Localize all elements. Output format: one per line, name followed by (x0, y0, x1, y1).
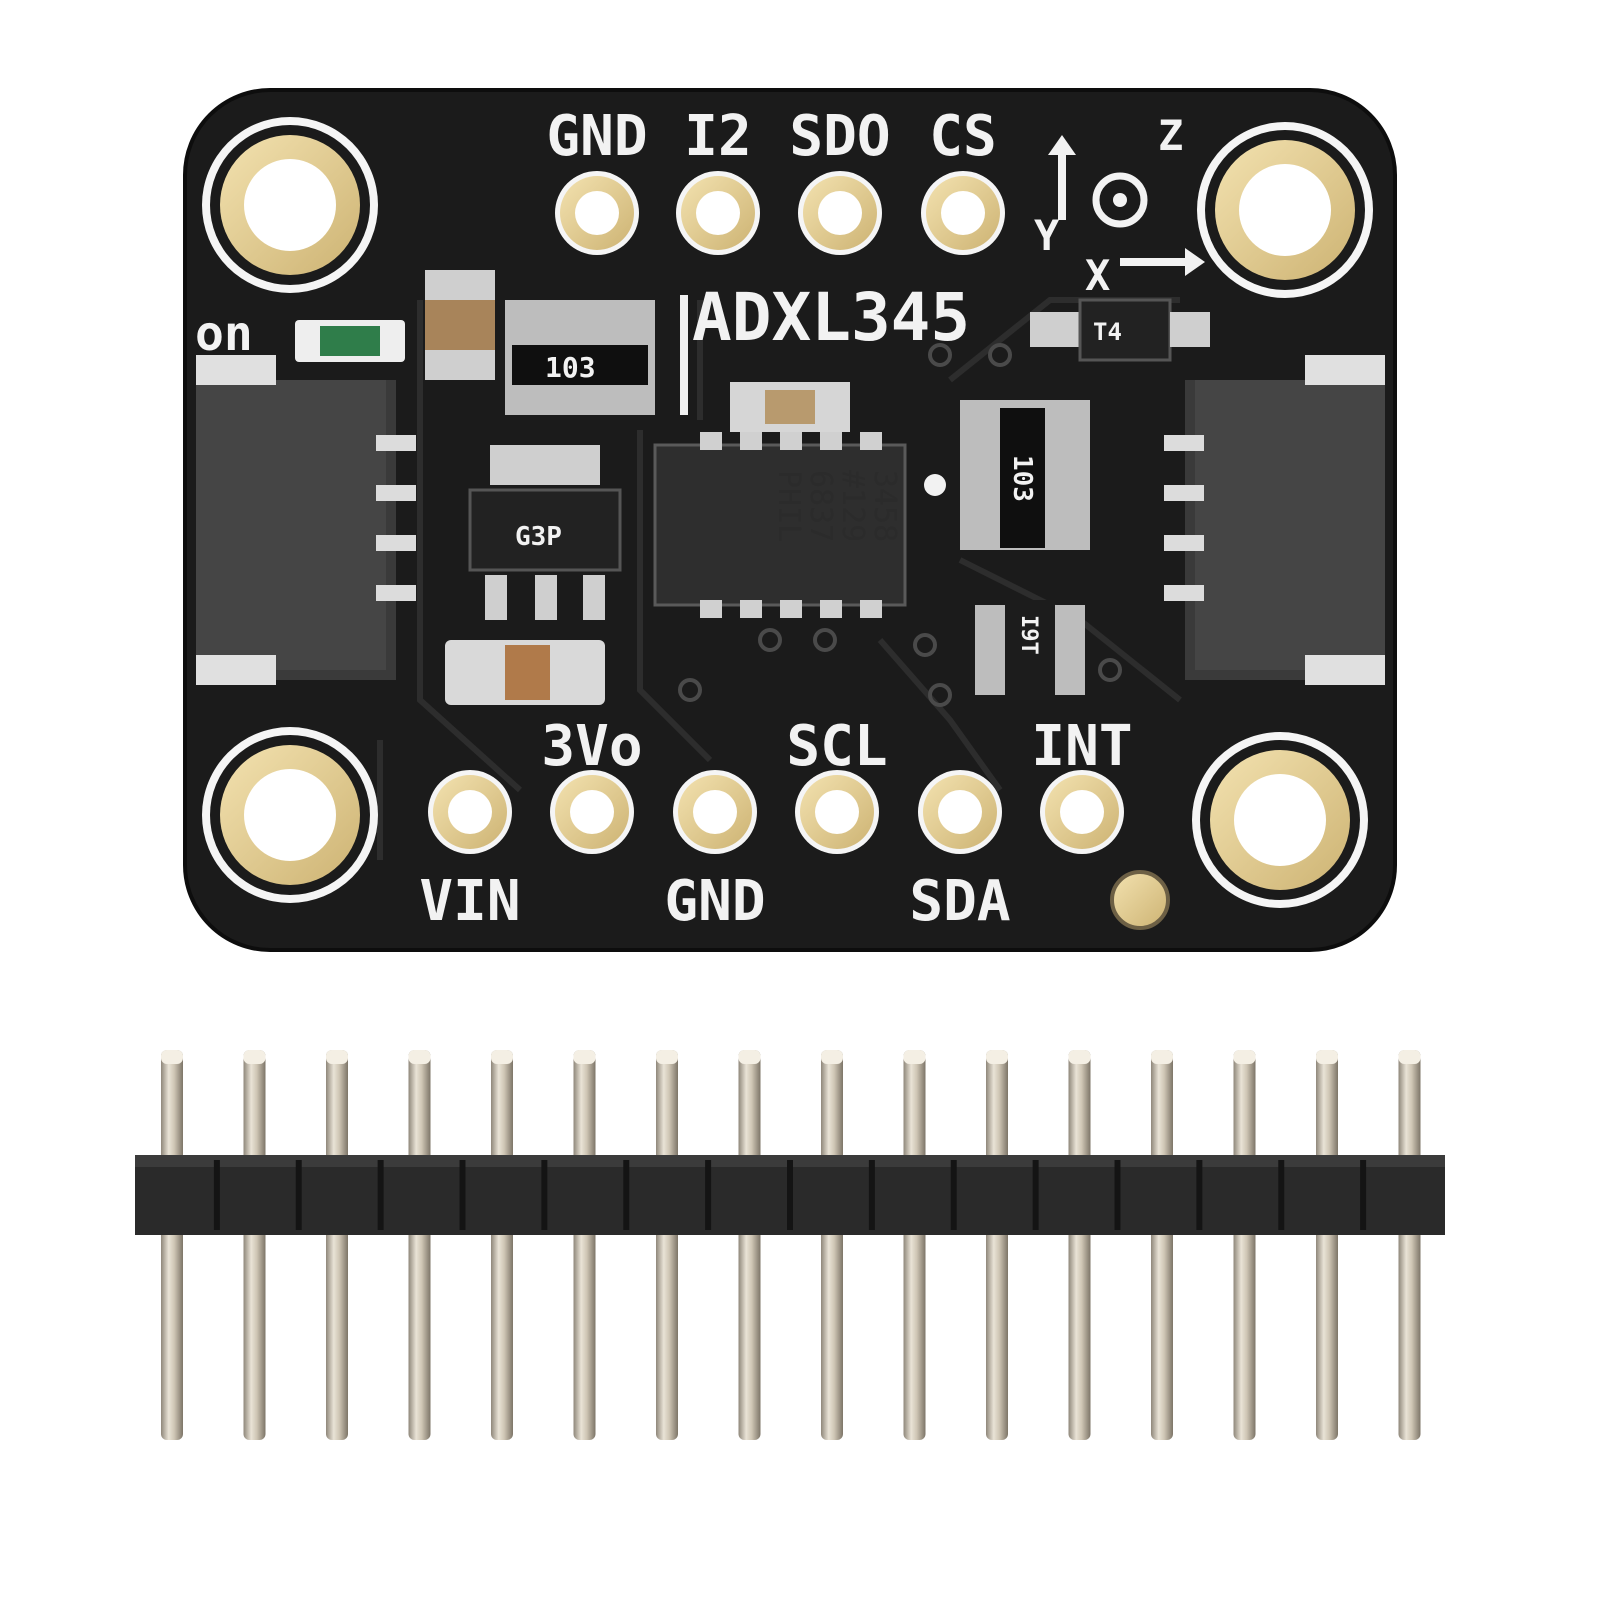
top-pin-pad (921, 171, 1005, 255)
header-pin (1151, 1050, 1173, 1440)
header-segment-divider (1032, 1160, 1039, 1230)
header-segment-divider (295, 1160, 302, 1230)
top-pin-label: GND (546, 104, 647, 169)
mounting-hole-top-left (202, 117, 378, 293)
bottom-pin-label: SCL (786, 714, 887, 779)
header-segment-divider (705, 1160, 712, 1230)
pin-header (135, 1050, 1445, 1440)
header-pin (656, 1050, 678, 1440)
bottom-pin-label: 3Vo (541, 714, 642, 779)
small-ic: I9T (975, 600, 1085, 700)
header-pin (1398, 1050, 1421, 1440)
svg-text:T4: T4 (1093, 318, 1122, 346)
transistor: T4 (1030, 298, 1210, 362)
capacitor-top-left (425, 270, 495, 380)
top-pin-label: I2 (684, 104, 751, 169)
top-pin-pad (798, 171, 882, 255)
header-pin (408, 1050, 431, 1440)
header-segments (213, 1160, 1367, 1230)
capacitor-bottom-left (445, 640, 605, 705)
capacitor-center (730, 382, 850, 432)
header-pin (243, 1050, 266, 1440)
header-segment-divider (1278, 1160, 1285, 1230)
header-pin (986, 1050, 1008, 1440)
axis-indicator: Z Y X (1034, 111, 1205, 300)
header-pin (491, 1050, 513, 1440)
header-pins (161, 1050, 1421, 1440)
bottom-pin-pad (1040, 770, 1124, 854)
svg-text:103: 103 (545, 351, 596, 384)
header-pin (326, 1050, 348, 1440)
bottom-pin-pad (550, 770, 634, 854)
svg-text:6837: 6837 (803, 470, 838, 542)
mounting-hole-bottom-right (1192, 732, 1368, 908)
resistor-network-top: 103 (505, 300, 655, 415)
header-segment-divider (1360, 1160, 1367, 1230)
header-segment-divider (459, 1160, 466, 1230)
header-segment-divider (1196, 1160, 1203, 1230)
top-pin-label: CS (929, 104, 996, 169)
fiducial-pad (1110, 870, 1170, 930)
header-segment-divider (377, 1160, 384, 1230)
top-pin-pad (676, 171, 760, 255)
part-label: ADXL345 (692, 279, 970, 356)
mounting-hole-bottom-left (202, 727, 378, 903)
bottom-pin-pad (918, 770, 1002, 854)
bottom-pin-label: SDA (909, 869, 1010, 934)
svg-text:Y: Y (1034, 211, 1060, 260)
header-segment-divider (541, 1160, 548, 1230)
stemma-connector-left (196, 355, 416, 685)
bottom-pin-label: VIN (419, 869, 520, 934)
svg-text:X: X (1085, 251, 1110, 300)
header-pin (1316, 1050, 1338, 1440)
header-pin (1068, 1050, 1091, 1440)
bottom-pin-label: GND (664, 869, 765, 934)
header-pin (1233, 1050, 1256, 1440)
top-pin-pad (555, 171, 639, 255)
header-pin (821, 1050, 843, 1440)
silk-divider (680, 295, 688, 415)
svg-text:103: 103 (1007, 455, 1037, 502)
top-pin-label: SDO (789, 104, 890, 169)
accelerometer-chip: 3458 #129 6837 PHIL (653, 432, 907, 618)
orientation-dot (924, 474, 946, 496)
header-pin (573, 1050, 596, 1440)
header-pin (738, 1050, 761, 1440)
svg-text:I9T: I9T (1016, 615, 1041, 655)
header-segment-divider (868, 1160, 875, 1230)
bottom-pin-pad (428, 770, 512, 854)
header-segment-divider (213, 1160, 220, 1230)
stemma-connector-right (1164, 355, 1385, 685)
power-label: on (195, 306, 253, 362)
header-segment-divider (787, 1160, 793, 1230)
svg-text:3458: 3458 (867, 470, 902, 542)
top-pin-row: GND I2 SDO CS (546, 104, 1005, 255)
header-segment-divider (950, 1160, 957, 1230)
header-segment-divider (1114, 1160, 1121, 1230)
vias (678, 343, 1122, 707)
bottom-pin-pad (673, 770, 757, 854)
resistor-network-right: 103 (960, 400, 1090, 550)
bottom-pin-pad (795, 770, 879, 854)
voltage-regulator: G3P (468, 445, 622, 620)
power-led (295, 320, 405, 362)
bottom-pin-label: INT (1031, 714, 1132, 779)
svg-text:Z: Z (1158, 111, 1183, 160)
header-segment-divider (623, 1160, 630, 1230)
svg-text:G3P: G3P (515, 522, 562, 552)
header-pin (161, 1050, 183, 1440)
header-pin (903, 1050, 926, 1440)
svg-text:PHIL: PHIL (771, 470, 806, 542)
svg-text:#129: #129 (835, 470, 870, 542)
mounting-hole-top-right (1197, 122, 1373, 298)
